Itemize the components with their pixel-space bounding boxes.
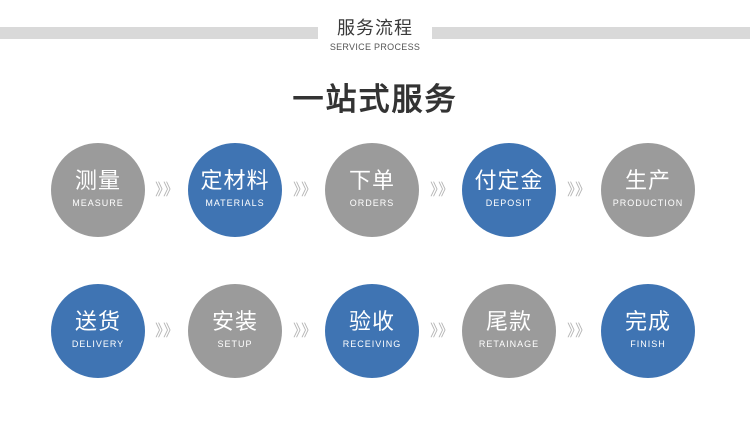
step-label: 验收 (348, 310, 395, 335)
arrow-icon: 》》 (429, 180, 454, 199)
step-label: 完成 (624, 310, 671, 335)
step-label: 送货 (74, 310, 121, 335)
step-label: 安装 (211, 310, 258, 335)
step-production: 生产 PRODUCTION (601, 143, 695, 237)
arrow-icon: 》》 (154, 321, 179, 340)
arrow-icon: 》》 (566, 321, 591, 340)
step-sublabel: PRODUCTION (612, 198, 684, 208)
arrow-icon: 》》 (429, 321, 454, 340)
arrow-icon: 》》 (292, 180, 317, 199)
step-sublabel: DEPOSIT (485, 198, 533, 208)
step-label: 测量 (74, 169, 121, 194)
arrow-icon: 》》 (292, 321, 317, 340)
step-delivery: 送货 DELIVERY (51, 284, 145, 378)
step-sublabel: ORDERS (349, 198, 395, 208)
header-bar-right (432, 27, 750, 39)
section-subtitle: SERVICE PROCESS (329, 42, 421, 52)
step-orders: 下单 ORDERS (325, 143, 419, 237)
step-label: 尾款 (485, 310, 532, 335)
step-sublabel: MATERIALS (205, 198, 265, 208)
step-sublabel: FINISH (630, 339, 666, 349)
step-materials: 定材料 MATERIALS (188, 143, 282, 237)
step-sublabel: SETUP (217, 339, 253, 349)
step-finish: 完成 FINISH (601, 284, 695, 378)
step-deposit: 付定金 DEPOSIT (462, 143, 556, 237)
step-measure: 测量 MEASURE (51, 143, 145, 237)
arrow-icon: 》》 (566, 180, 591, 199)
header-bar-left (0, 27, 318, 39)
step-sublabel: RETAINAGE (478, 339, 540, 349)
step-label: 下单 (348, 169, 395, 194)
page-title: 一站式服务 (292, 82, 458, 118)
step-sublabel: DELIVERY (71, 339, 125, 349)
section-title: 服务流程 (337, 18, 413, 39)
step-label: 定材料 (200, 169, 270, 194)
step-retainage: 尾款 RETAINAGE (462, 284, 556, 378)
step-sublabel: MEASURE (72, 198, 124, 208)
step-label: 生产 (624, 169, 671, 194)
step-setup: 安装 SETUP (188, 284, 282, 378)
step-sublabel: RECEIVING (342, 339, 402, 349)
arrow-icon: 》》 (154, 180, 179, 199)
step-label: 付定金 (474, 169, 544, 194)
step-receiving: 验收 RECEIVING (325, 284, 419, 378)
